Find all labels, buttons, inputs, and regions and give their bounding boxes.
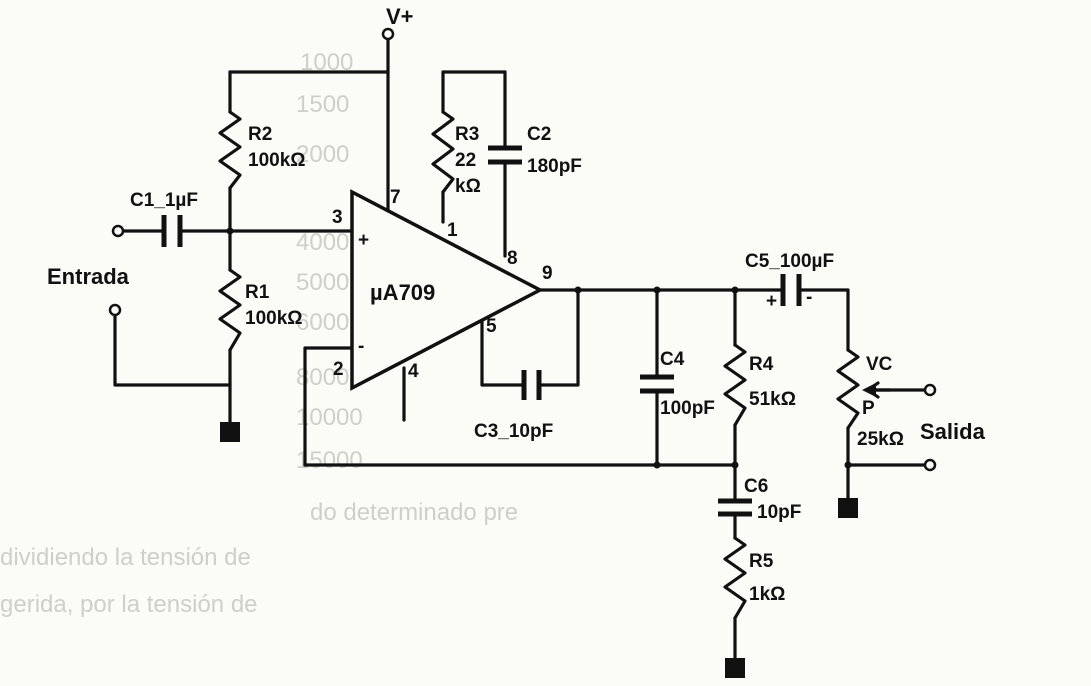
c5-right-wire xyxy=(798,288,850,352)
resistor-r4 xyxy=(723,343,747,427)
junction-dot xyxy=(844,461,852,469)
junction-dot xyxy=(653,461,661,469)
c5-plus-sign: + xyxy=(766,291,777,312)
pin-label: 8 xyxy=(507,248,518,269)
potentiometer-p xyxy=(836,348,860,430)
ground-symbol xyxy=(220,422,240,442)
terminals xyxy=(108,27,937,472)
supply-label: V+ xyxy=(386,4,414,29)
r2-value: 100kΩ xyxy=(248,150,306,171)
c6-value: 10pF xyxy=(757,502,801,523)
r3-ref: R3 xyxy=(455,124,479,145)
capacitor-c2 xyxy=(488,145,522,165)
resistor-r1 xyxy=(218,268,242,352)
input-terminal xyxy=(108,303,122,317)
c6-ref: C6 xyxy=(744,476,768,497)
ground-symbol xyxy=(838,498,858,518)
pin-label: 5 xyxy=(486,316,497,337)
wires xyxy=(113,34,932,662)
output-terminal xyxy=(923,458,937,472)
junction-dot xyxy=(226,227,234,235)
opamp-plus-sign: + xyxy=(358,230,369,251)
junction-dot xyxy=(653,286,661,294)
capacitor-c6 xyxy=(718,498,752,517)
ghost-number: 4000 xyxy=(296,229,349,256)
junction-dot xyxy=(574,286,582,294)
junction-dot xyxy=(731,461,739,469)
opamp-name: µA709 xyxy=(370,280,435,305)
input-label: Entrada xyxy=(47,264,130,289)
ghost-number: 1500 xyxy=(296,91,349,118)
ghost-text-line: dividiendo la tensión de xyxy=(0,544,251,571)
pin-label: 9 xyxy=(542,263,553,284)
junction-dot xyxy=(731,286,739,294)
supply-terminal xyxy=(381,27,395,41)
r4-ref: R4 xyxy=(749,354,774,375)
r1-value: 100kΩ xyxy=(245,308,303,329)
r3-unit: kΩ xyxy=(455,176,481,197)
r5-ref: R5 xyxy=(749,551,774,572)
capacitor-c5 xyxy=(780,274,802,306)
capacitor-c1 xyxy=(161,215,183,247)
pot-value: 25kΩ xyxy=(857,429,904,450)
pot-ref: P xyxy=(862,398,875,419)
opamp-minus-sign: - xyxy=(358,336,364,357)
resistor-r2 xyxy=(218,110,242,190)
input-return-wire xyxy=(113,308,232,387)
c4-ref: C4 xyxy=(660,349,685,370)
resistor-r5 xyxy=(723,536,747,620)
output-terminal xyxy=(923,383,937,397)
r1-ref: R1 xyxy=(245,282,270,303)
c5-label: C5_100µF xyxy=(745,251,834,272)
output-label: Salida xyxy=(920,419,986,444)
opamp-triangle xyxy=(350,189,544,391)
ghost-text-line: do determinado pre xyxy=(310,499,518,526)
pin-label: 2 xyxy=(333,359,344,380)
ghost-number: 10000 xyxy=(296,404,363,431)
ghost-number: 5000 xyxy=(296,269,349,296)
c4-value: 100pF xyxy=(660,398,715,419)
c3-label: C3_10pF xyxy=(474,421,553,442)
input-terminal xyxy=(111,224,125,238)
resistor-r3 xyxy=(431,110,455,194)
wiper-arrowhead-icon xyxy=(862,383,876,397)
pot-vc-label: VC xyxy=(866,354,893,375)
r4-value: 51kΩ xyxy=(749,389,796,410)
pin-label: 1 xyxy=(447,220,458,241)
ghost-text-line: gerida, por la tensión de xyxy=(0,591,258,618)
pin-label: 7 xyxy=(390,187,401,208)
c5-minus-sign: - xyxy=(806,287,812,308)
c3-right-wire xyxy=(538,288,580,387)
c2-value: 180pF xyxy=(527,156,582,177)
r5-value: 1kΩ xyxy=(749,584,785,605)
ghost-number: 2000 xyxy=(296,141,349,168)
c2-ref: C2 xyxy=(527,124,551,145)
c1-label: C1_1µF xyxy=(130,190,198,211)
background-bleed-text: 1000 1500 2000 4000 5000 6000 8000 10000… xyxy=(0,49,518,618)
ground-symbol xyxy=(725,658,745,678)
r3-value: 22 xyxy=(455,150,476,171)
r2-ref: R2 xyxy=(248,124,272,145)
ghost-number: 6000 xyxy=(296,309,349,336)
ghost-number: 15000 xyxy=(296,447,363,474)
pin-label: 3 xyxy=(332,207,343,228)
capacitor-c4 xyxy=(640,374,674,394)
pin5-wire xyxy=(480,316,525,387)
pin-label: 4 xyxy=(408,361,419,382)
feedback-to-minus xyxy=(303,346,354,467)
capacitor-c3 xyxy=(521,370,542,400)
